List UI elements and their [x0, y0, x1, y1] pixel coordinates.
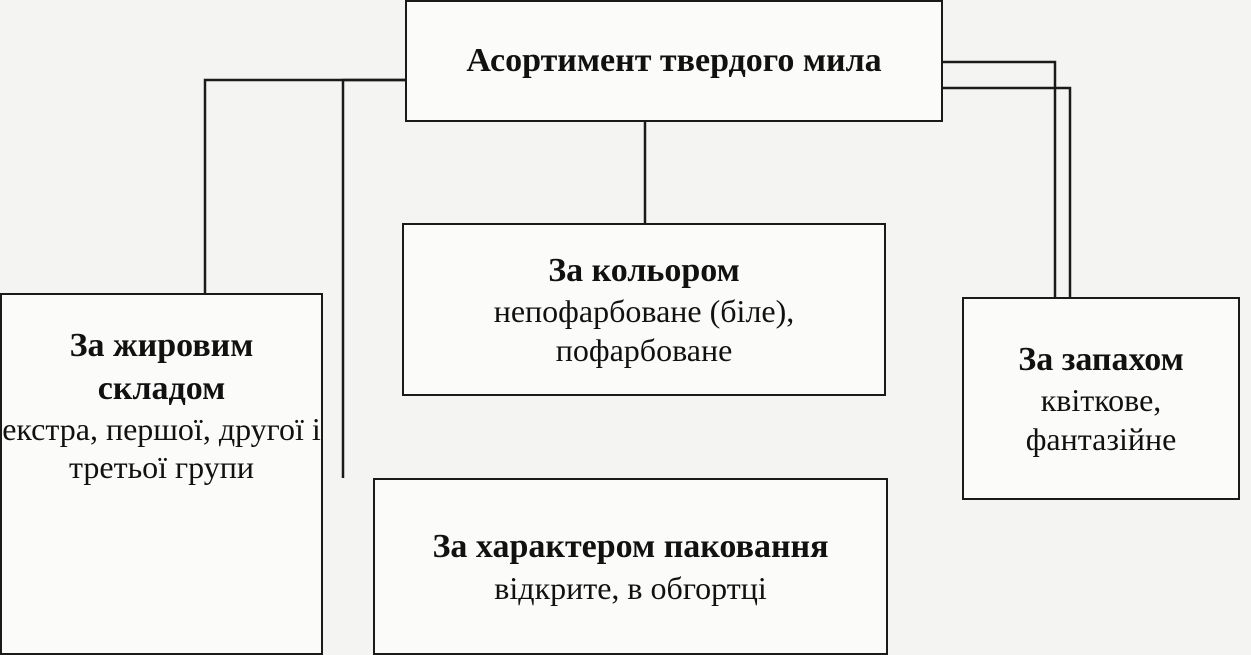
- root-title: Асортимент твердого мила: [466, 41, 882, 79]
- connector-root-fat: [203, 78, 405, 293]
- category-smell-title: За запахом: [1018, 340, 1184, 378]
- category-fat-node: За жировим складом екстра, першої, друго…: [0, 293, 323, 655]
- category-package-node: За характером паковання відкрите, в обго…: [373, 478, 888, 655]
- category-fat-desc: екстра, першої, другої і третьої групи: [2, 411, 321, 486]
- category-package-desc: відкрите, в обгортці: [494, 569, 767, 606]
- root-node: Асортимент твердого мила: [405, 0, 943, 122]
- category-fat-title: За жировим складом: [69, 327, 254, 407]
- connector-root-smell: [943, 60, 1057, 297]
- category-color-title: За кольором: [548, 251, 740, 289]
- connector-root-package: [341, 78, 405, 478]
- category-color-desc: непофарбоване (біле), пофарбоване: [493, 293, 795, 368]
- connector-root-smell-inner: [943, 86, 1072, 297]
- category-smell-node: За запахом квіткове, фантазійне: [962, 297, 1240, 500]
- category-smell-desc: квіткове, фантазійне: [1025, 382, 1177, 457]
- category-package-title: За характером паковання: [432, 528, 829, 566]
- category-color-node: За кольором непофарбоване (біле), пофарб…: [402, 223, 886, 396]
